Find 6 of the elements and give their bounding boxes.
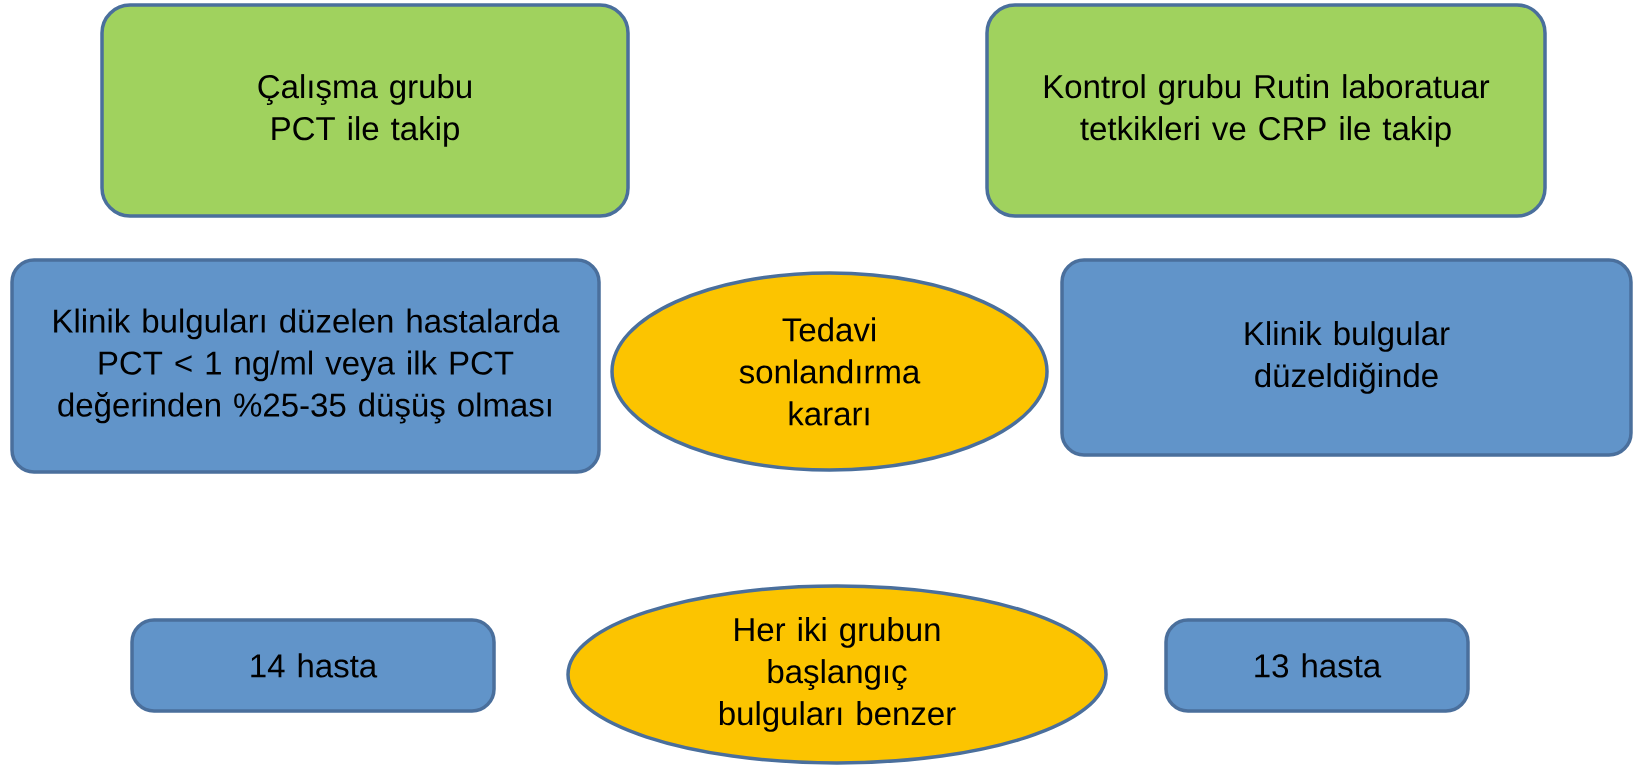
group-box: Kontrol grubu Rutin laboratuar tetkikleri ve CRP ile takip <box>985 3 1547 218</box>
group-box: Çalışma grubu PCT ile takip <box>100 3 630 218</box>
criteria-box: 14 hasta <box>130 618 496 713</box>
criteria-box: 13 hasta <box>1164 618 1470 713</box>
criteria-box: Klinik bulguları düzelen hastalarda PCT < 1 ng/ml veya ilk PCT değerinden %25-35 düşüş olması <box>10 258 601 474</box>
criteria-box: Klinik bulgular düzeldiğinde <box>1060 258 1633 457</box>
